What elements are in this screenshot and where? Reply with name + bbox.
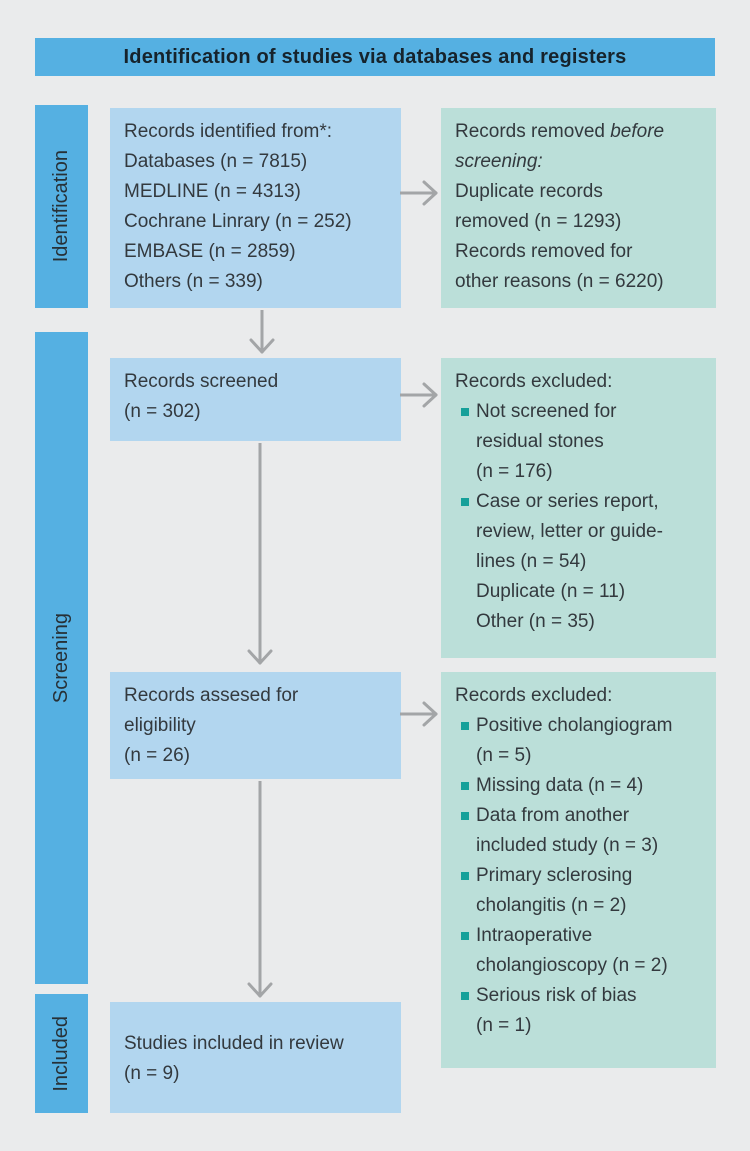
bullet-square-icon <box>461 932 469 940</box>
stage-bar-included: Included <box>35 994 88 1113</box>
list-item: Serious risk of bias (n = 1) <box>461 981 704 1041</box>
stage-bar-identification: Identification <box>35 105 88 308</box>
arrow-right-icon <box>400 699 440 729</box>
box-studies-included: Studies included in review (n = 9) <box>110 1002 401 1113</box>
records-removed-body: Duplicate records removed (n = 1293) Rec… <box>455 181 664 292</box>
bullet-square-icon <box>461 992 469 1000</box>
excluded-reasons-list: Not screened for residual stones (n = 17… <box>455 397 704 637</box>
box-records-excluded-eligibility: Records excluded: Positive cholangiogram… <box>441 672 716 1068</box>
bullet-square-icon <box>461 408 469 416</box>
list-item: Primary sclerosing cholangitis (n = 2) <box>461 861 704 921</box>
box-records-identified: Records identified from*: Databases (n =… <box>110 108 401 308</box>
records-removed-title: Records removed before screening: <box>455 121 665 172</box>
list-item: Missing data (n = 4) <box>461 771 704 801</box>
arrow-down-icon <box>247 310 277 354</box>
box-records-removed: Records removed before screening: Duplic… <box>441 108 716 308</box>
arrow-down-icon <box>245 781 275 1000</box>
list-item: Intraoperative cholangioscopy (n = 2) <box>461 921 704 981</box>
stage-label-included: Included <box>50 1015 72 1092</box>
bullet-square-icon <box>461 812 469 820</box>
records-excluded-title: Records excluded: <box>455 685 613 706</box>
list-item: Positive cholangiogram (n = 5) <box>461 711 704 771</box>
list-item: Not screened for residual stones (n = 17… <box>461 397 704 487</box>
bullet-square-icon <box>461 782 469 790</box>
box-records-screened: Records screened (n = 302) <box>110 358 401 441</box>
diagram-title: Identification of studies via databases … <box>35 38 715 76</box>
list-item: Case or series report, review, letter or… <box>461 487 704 637</box>
bullet-square-icon <box>461 722 469 730</box>
arrow-down-icon <box>245 443 275 667</box>
excluded-reasons-list: Positive cholangiogram (n = 5) Missing d… <box>455 711 704 1041</box>
list-item: Data from another included study (n = 3) <box>461 801 704 861</box>
box-records-excluded-screening: Records excluded: Not screened for resid… <box>441 358 716 658</box>
stage-bar-screening: Screening <box>35 332 88 984</box>
bullet-square-icon <box>461 872 469 880</box>
records-excluded-title: Records excluded: <box>455 371 613 392</box>
stage-label-screening: Screening <box>50 612 72 704</box>
stage-label-identification: Identification <box>50 150 72 263</box>
arrow-right-icon <box>400 178 440 208</box>
arrow-right-icon <box>400 380 440 410</box>
bullet-square-icon <box>461 498 469 506</box>
box-records-assessed: Records assesed for eligibility (n = 26) <box>110 672 401 779</box>
